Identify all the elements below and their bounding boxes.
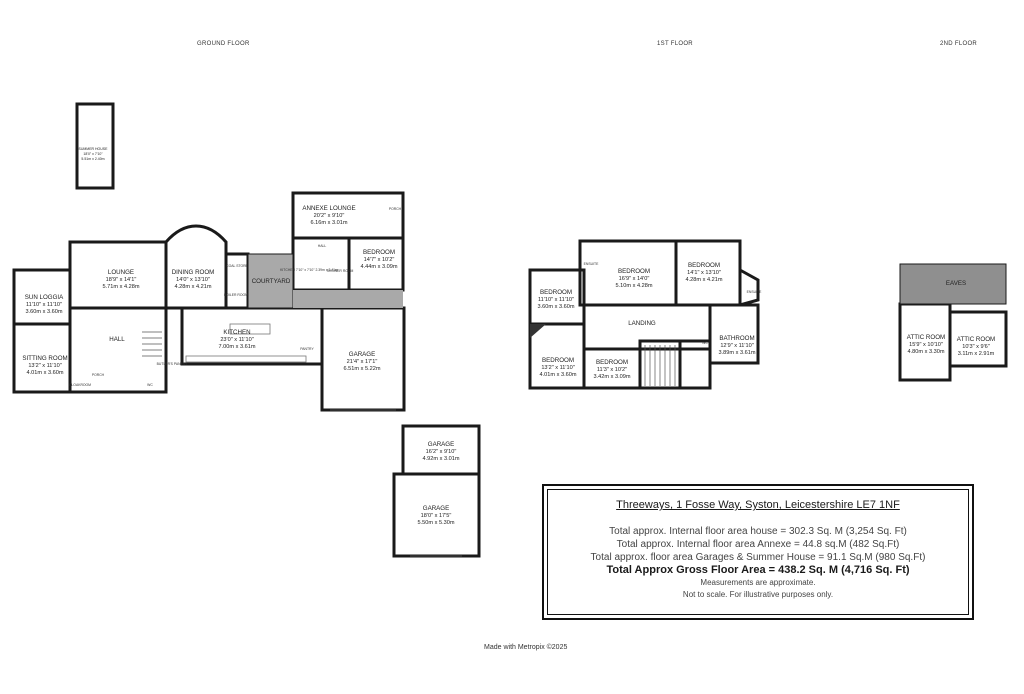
dining-room-outline [164, 224, 228, 310]
courtyard-area [247, 253, 294, 309]
small-label-boiler-room: BOILER ROOM [224, 293, 248, 297]
annexe-lounge-outline [291, 191, 405, 240]
small-label-wc-ground: WC [147, 383, 153, 387]
credit: Made with Metropix ©2025 [484, 644, 568, 651]
hall-outline [68, 306, 168, 394]
bathroom-outline [708, 303, 760, 365]
coal-store-outline [224, 252, 250, 310]
info-inner: Threeways, 1 Fosse Way, Syston, Leiceste… [547, 489, 969, 615]
info-total: Total Approx Gross Floor Area = 438.2 Sq… [606, 564, 910, 576]
small-label-ensuite-2: ENSUITE [747, 290, 762, 294]
summer-house-outline [75, 102, 115, 190]
info-line-house: Total approx. Internal floor area house … [609, 526, 907, 537]
small-label-butlers-pantry: BUTLER'S PANTRY [157, 362, 188, 366]
room-label-hall: HALL [109, 336, 125, 343]
attic-2-outline [948, 310, 1008, 368]
room-label-landing: LANDING [628, 320, 656, 327]
small-labels: PORCH COAL STORE HALL KITCHEN 7'10" x 7'10"… [69, 207, 762, 387]
room-label-eaves: EAVES [946, 280, 966, 287]
small-label-porch-annexe: PORCH [389, 207, 402, 211]
small-label-ensuite-1: ENSUITE [584, 262, 599, 266]
info-note-1: Measurements are approximate. [700, 578, 816, 587]
info-note-2: Not to scale. For illustrative purposes … [682, 590, 834, 599]
small-label-porch-main: PORCH [92, 373, 105, 377]
bed-w-shade [530, 324, 546, 338]
corridor-shade [293, 290, 403, 308]
info-title: Threeways, 1 Fosse Way, Syston, Leiceste… [616, 499, 900, 511]
eaves-area [899, 263, 1007, 305]
bed-sw-outline [528, 322, 586, 390]
small-label-coal-store: COAL STORE [226, 264, 248, 268]
small-label-cloakroom: CLOAKROOM [69, 383, 91, 387]
first-floor-label: 1ST FLOOR [657, 41, 693, 47]
small-label-wc-first: WC [702, 341, 708, 345]
wc-first-outline [678, 339, 712, 390]
ensuite-bay-outline [739, 268, 760, 307]
small-label-shower-room: SHOWER ROOM [327, 269, 354, 273]
info-box: Threeways, 1 Fosse Way, Syston, Leiceste… [542, 484, 974, 620]
room-label-courtyard: COURTYARD [252, 278, 291, 285]
info-line-annexe: Total approx. Internal floor area Annexe… [616, 539, 900, 550]
second-floor-label: 2ND FLOOR [940, 41, 978, 47]
info-line-garages: Total approx. floor area Garages & Summe… [590, 552, 926, 563]
small-label-kitchen-annexe: KITCHEN 7'10" x 7'10" 2.39m x 2.41m [280, 268, 338, 272]
small-label-pantry: PANTRY [300, 347, 314, 351]
ground-floor-label: GROUND FLOOR [197, 41, 250, 47]
small-label-hall-annexe: HALL [318, 244, 327, 248]
